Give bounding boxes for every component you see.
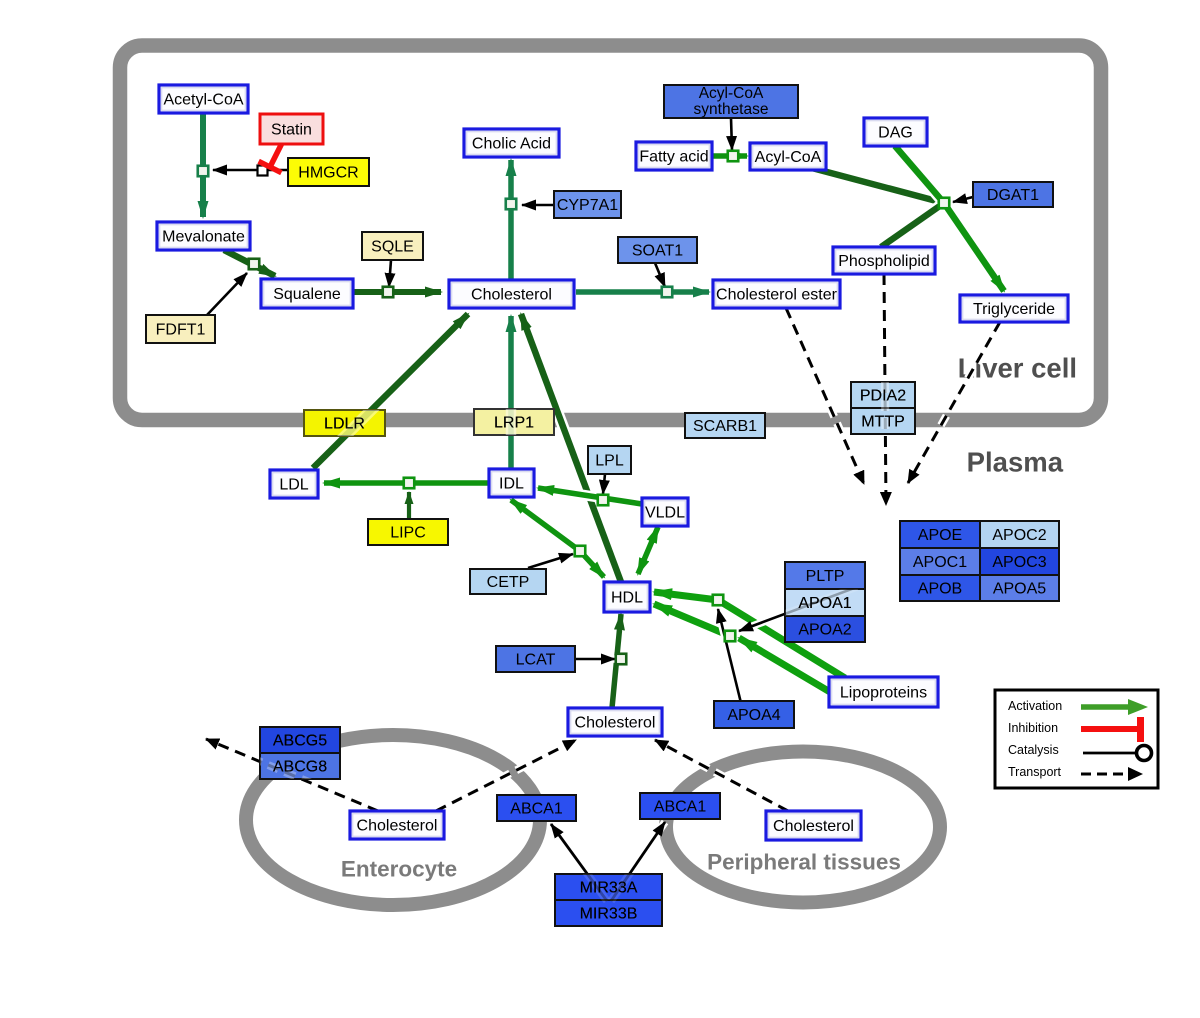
svg-text:DAG: DAG — [878, 125, 913, 142]
svg-text:MIR33A: MIR33A — [580, 880, 638, 897]
svg-text:LDL: LDL — [279, 477, 308, 494]
svg-text:ABCA1: ABCA1 — [654, 799, 707, 816]
svg-text:Cholesterol: Cholesterol — [575, 715, 656, 732]
svg-text:APOC2: APOC2 — [992, 527, 1046, 544]
svg-text:synthetase: synthetase — [694, 101, 769, 118]
svg-text:Phospholipid: Phospholipid — [838, 253, 930, 270]
svg-text:PDIA2: PDIA2 — [860, 388, 906, 405]
svg-text:LCAT: LCAT — [516, 652, 556, 669]
svg-text:Statin: Statin — [271, 122, 312, 139]
svg-text:Squalene: Squalene — [273, 286, 341, 303]
svg-text:LPL: LPL — [595, 453, 624, 470]
svg-text:APOC1: APOC1 — [913, 554, 967, 571]
svg-text:ABCA1: ABCA1 — [510, 801, 563, 818]
svg-text:FDFT1: FDFT1 — [156, 322, 206, 339]
svg-text:APOA2: APOA2 — [798, 622, 851, 639]
svg-text:APOE: APOE — [918, 527, 962, 544]
svg-text:LIPC: LIPC — [390, 525, 426, 542]
svg-text:LRP1: LRP1 — [494, 415, 534, 432]
svg-text:Cholesterol ester: Cholesterol ester — [716, 287, 838, 304]
svg-text:APOA1: APOA1 — [798, 595, 851, 612]
svg-text:APOA4: APOA4 — [727, 707, 780, 724]
svg-text:SOAT1: SOAT1 — [632, 243, 683, 260]
svg-text:IDL: IDL — [499, 476, 524, 493]
svg-text:LRP1: LRP1 — [494, 415, 534, 432]
svg-text:Activation: Activation — [1008, 699, 1062, 713]
svg-text:APOB: APOB — [918, 581, 962, 598]
svg-text:CETP: CETP — [487, 574, 530, 591]
svg-text:APOC3: APOC3 — [992, 554, 1046, 571]
svg-text:Mevalonate: Mevalonate — [162, 229, 245, 246]
svg-text:Catalysis: Catalysis — [1008, 743, 1059, 757]
svg-text:ABCG8: ABCG8 — [273, 759, 327, 776]
svg-text:Acyl-CoA: Acyl-CoA — [699, 85, 764, 102]
svg-text:Transport: Transport — [1008, 765, 1062, 779]
svg-text:Lipoproteins: Lipoproteins — [840, 685, 927, 702]
svg-text:Cholesterol: Cholesterol — [357, 818, 438, 835]
svg-text:CYP7A1: CYP7A1 — [557, 197, 618, 214]
svg-text:Fatty acid: Fatty acid — [639, 149, 708, 166]
svg-text:ABCG5: ABCG5 — [273, 733, 327, 750]
svg-text:MTTP: MTTP — [861, 414, 905, 431]
svg-text:HDL: HDL — [611, 590, 643, 607]
svg-text:Cholesterol: Cholesterol — [773, 818, 854, 835]
svg-text:Cholesterol: Cholesterol — [471, 287, 552, 304]
svg-text:VLDL: VLDL — [645, 505, 685, 522]
svg-text:MIR33A: MIR33A — [580, 880, 638, 897]
svg-text:Peripheral tissues: Peripheral tissues — [707, 850, 901, 875]
svg-text:LDLR: LDLR — [324, 416, 365, 433]
svg-text:ABCG5: ABCG5 — [273, 733, 327, 750]
svg-text:LDLR: LDLR — [324, 416, 365, 433]
svg-text:DGAT1: DGAT1 — [987, 187, 1039, 204]
svg-text:APOA5: APOA5 — [993, 581, 1046, 598]
svg-text:HMGCR: HMGCR — [298, 165, 358, 182]
svg-text:MIR33B: MIR33B — [580, 906, 638, 923]
svg-text:Plasma: Plasma — [967, 447, 1064, 478]
svg-text:MTTP: MTTP — [861, 414, 905, 431]
svg-text:SCARB1: SCARB1 — [693, 418, 757, 435]
svg-text:Enterocyte: Enterocyte — [341, 857, 457, 882]
svg-text:Acyl-CoA: Acyl-CoA — [755, 149, 822, 166]
svg-text:Triglyceride: Triglyceride — [973, 301, 1055, 318]
svg-text:APOA1: APOA1 — [798, 595, 851, 612]
svg-text:PLTP: PLTP — [806, 568, 845, 585]
svg-text:MIR33B: MIR33B — [580, 906, 638, 923]
svg-text:PDIA2: PDIA2 — [860, 388, 906, 405]
svg-text:SQLE: SQLE — [371, 239, 414, 256]
svg-text:Cholic Acid: Cholic Acid — [472, 136, 551, 153]
svg-text:ABCG8: ABCG8 — [273, 759, 327, 776]
svg-text:Acetyl-CoA: Acetyl-CoA — [163, 92, 243, 109]
svg-text:Inhibition: Inhibition — [1008, 721, 1058, 735]
